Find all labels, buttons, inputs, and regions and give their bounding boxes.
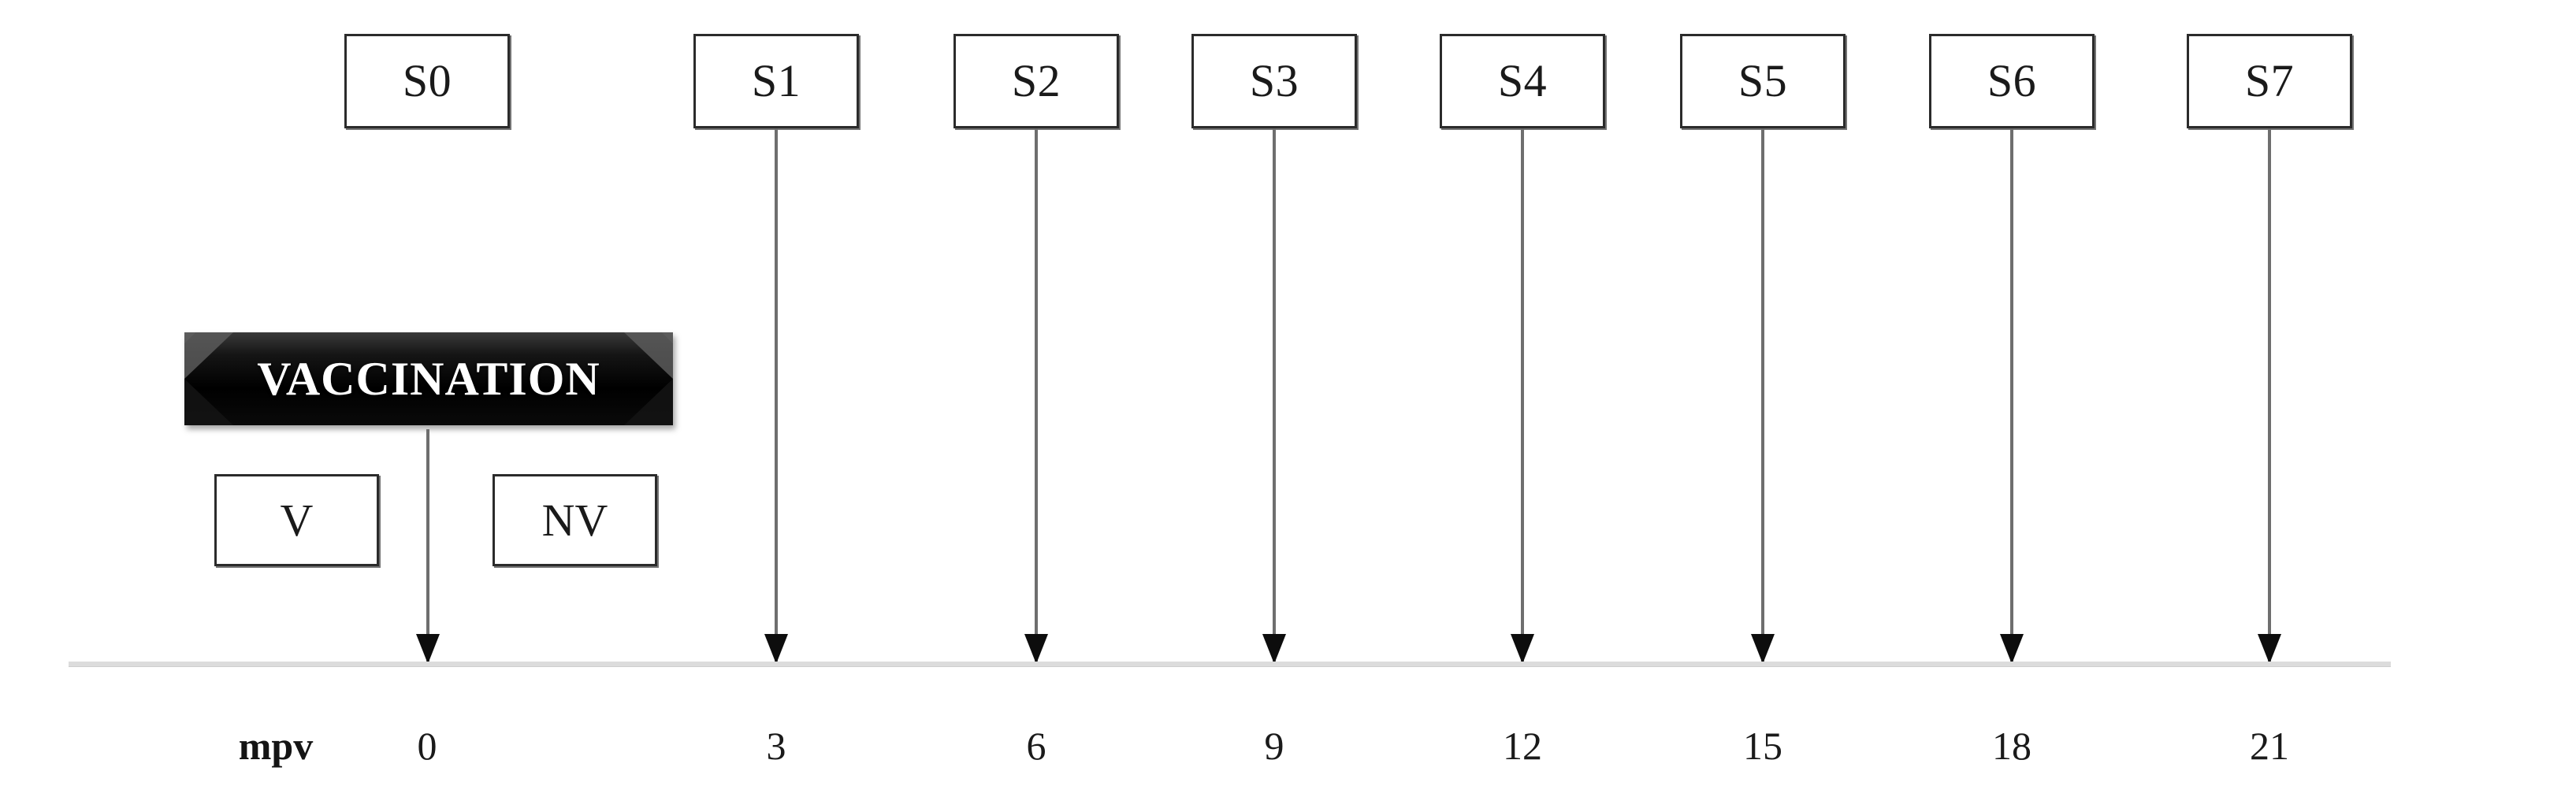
arrow-vaccination-to-axis bbox=[416, 429, 440, 664]
arm-box-v-label: V bbox=[280, 494, 314, 546]
visit-box-s7[interactable]: S7 bbox=[2187, 34, 2352, 128]
visit-box-s3-label: S3 bbox=[1249, 55, 1299, 106]
arrow-s5-to-axis bbox=[1751, 128, 1775, 664]
arm-box-v[interactable]: V bbox=[214, 474, 379, 566]
arrow-head-icon bbox=[764, 634, 788, 664]
arrow-s3-to-axis bbox=[1262, 128, 1286, 664]
visit-box-s0-label: S0 bbox=[402, 55, 452, 106]
visit-box-s6[interactable]: S6 bbox=[1929, 34, 2095, 128]
visit-box-s2[interactable]: S2 bbox=[953, 34, 1119, 128]
visit-box-s6-label: S6 bbox=[1987, 55, 2037, 106]
vaccination-banner-label: VACCINATION bbox=[257, 352, 600, 405]
vaccination-banner[interactable]: VACCINATION bbox=[184, 332, 673, 425]
arrow-s6-to-axis bbox=[2000, 128, 2024, 664]
axis-tick-18: 18 bbox=[1992, 724, 2031, 768]
axis-tick-6: 6 bbox=[1026, 724, 1046, 768]
visit-box-s5-label: S5 bbox=[1738, 55, 1788, 106]
visit-box-s4-label: S4 bbox=[1497, 55, 1548, 106]
visit-box-s1-label: S1 bbox=[751, 55, 801, 106]
axis-tick-9: 9 bbox=[1264, 724, 1284, 768]
visit-box-s1[interactable]: S1 bbox=[693, 34, 859, 128]
arrow-head-icon bbox=[2000, 634, 2024, 664]
axis-tick-0: 0 bbox=[417, 724, 437, 768]
arm-box-nv-label: NV bbox=[541, 494, 608, 546]
axis-tick-15: 15 bbox=[1743, 724, 1782, 768]
visit-box-s0[interactable]: S0 bbox=[344, 34, 510, 128]
visit-box-s7-label: S7 bbox=[2244, 55, 2295, 106]
axis-title-mpv: mpv bbox=[238, 724, 314, 768]
arrow-head-icon bbox=[2258, 634, 2281, 664]
arrow-head-icon bbox=[1262, 634, 1286, 664]
arrow-s2-to-axis bbox=[1024, 128, 1048, 664]
visit-box-s5[interactable]: S5 bbox=[1680, 34, 1846, 128]
axis-tick-12: 12 bbox=[1503, 724, 1542, 768]
arrow-head-icon bbox=[416, 634, 440, 664]
bevel-right-facet bbox=[624, 332, 673, 425]
arrow-s4-to-axis bbox=[1511, 128, 1534, 664]
timeline-axis-line bbox=[69, 662, 2391, 666]
arm-box-nv[interactable]: NV bbox=[493, 474, 657, 566]
visit-box-s2-label: S2 bbox=[1011, 55, 1061, 106]
visit-box-s4[interactable]: S4 bbox=[1440, 34, 1605, 128]
axis-tick-21: 21 bbox=[2250, 724, 2289, 768]
arrow-head-icon bbox=[1024, 634, 1048, 664]
axis-tick-3: 3 bbox=[766, 724, 786, 768]
arrow-s1-to-axis bbox=[764, 128, 788, 664]
arrow-head-icon bbox=[1751, 634, 1775, 664]
arrow-s7-to-axis bbox=[2258, 128, 2281, 664]
bevel-left-facet bbox=[184, 332, 233, 425]
arrow-head-icon bbox=[1511, 634, 1534, 664]
visit-box-s3[interactable]: S3 bbox=[1191, 34, 1357, 128]
